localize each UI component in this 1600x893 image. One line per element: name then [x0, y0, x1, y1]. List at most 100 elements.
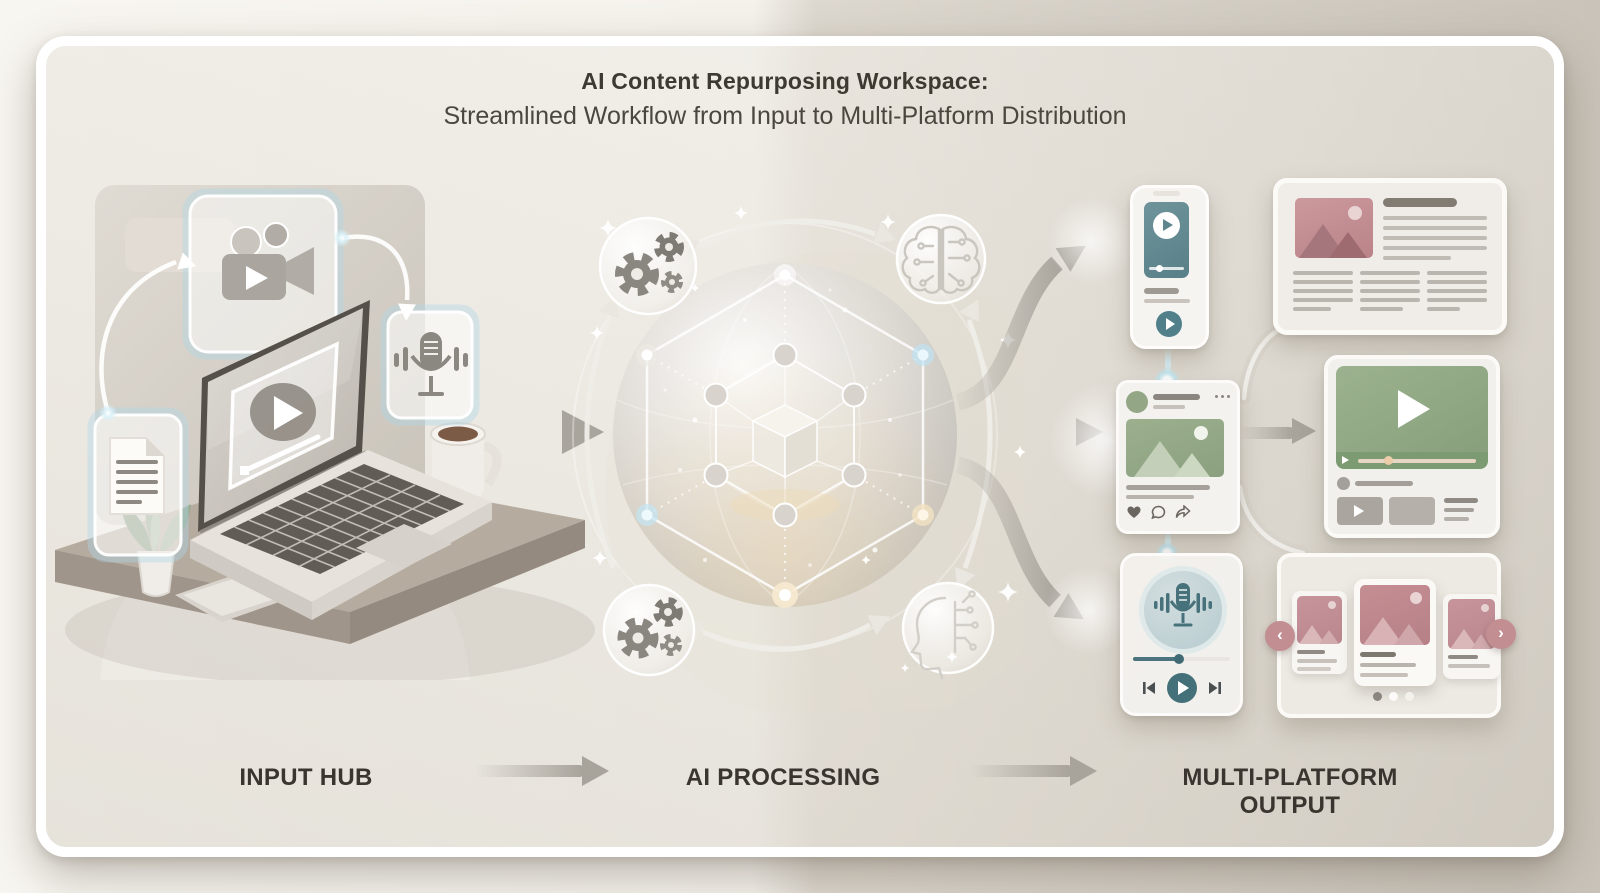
text-line [1144, 288, 1179, 294]
play-icon [1177, 681, 1189, 695]
play-icon [246, 266, 268, 290]
core-cube-icon [751, 404, 819, 479]
workspace-card: AI Content Repurposing Workspace: Stream… [36, 36, 1564, 857]
gears-icon [615, 232, 684, 296]
text-column [1293, 271, 1353, 311]
play-icon[interactable] [274, 396, 303, 430]
sun-icon [1481, 604, 1489, 612]
progress-thumb[interactable] [1384, 456, 1393, 465]
heart-icon[interactable] [1126, 505, 1142, 519]
sun-icon [1328, 601, 1336, 609]
text-line [1383, 236, 1487, 240]
skip-forward-button[interactable] [1208, 681, 1222, 695]
text-line [1383, 246, 1487, 250]
network-nodes [703, 342, 867, 528]
carousel-next-button[interactable]: › [1486, 619, 1516, 649]
carousel-dot-active[interactable] [1373, 692, 1382, 701]
play-button[interactable] [1156, 311, 1182, 337]
carousel-slide-active[interactable] [1354, 579, 1436, 686]
phone-notch [1153, 191, 1180, 196]
mountain-icon [1394, 624, 1424, 645]
arrowhead-icon [1070, 756, 1097, 786]
play-icon [1398, 390, 1430, 428]
keyboard[interactable] [220, 464, 464, 574]
mountain-icon [1329, 232, 1367, 258]
thumbnail[interactable] [1389, 497, 1435, 525]
arrow-to-podcast [955, 456, 1062, 608]
video-camera-card [182, 188, 344, 360]
article-image [1295, 198, 1373, 258]
trackpad[interactable] [356, 524, 452, 568]
ai-head-circuit-icon [910, 590, 979, 680]
carousel-prev-button[interactable]: ‹ [1265, 621, 1295, 651]
title-line-2: Streamlined Workflow from Input to Multi… [443, 102, 1127, 130]
glow-burst [1044, 566, 1134, 656]
sun-icon [1194, 426, 1208, 440]
arrow-social-to-video [1240, 427, 1292, 439]
comment-icon[interactable] [1151, 505, 1166, 519]
thumbnail[interactable] [1337, 497, 1383, 525]
carousel-slide[interactable] [1292, 591, 1347, 674]
text-line [1444, 508, 1474, 512]
text-line [1444, 517, 1469, 521]
mountain-icon [1174, 453, 1210, 477]
progress-bar[interactable] [1149, 267, 1184, 270]
progress-bar[interactable] [243, 434, 321, 473]
document-card [87, 407, 189, 563]
text-line [1126, 495, 1194, 499]
neural-network [636, 264, 934, 608]
video-screen[interactable] [1336, 366, 1488, 452]
gears-icon [617, 597, 683, 659]
post-actions [1126, 505, 1191, 519]
post-image [1126, 419, 1224, 477]
podcast-controls [1123, 673, 1240, 703]
play-icon[interactable] [1342, 456, 1349, 464]
mountain-icon [1319, 630, 1339, 644]
flow-label-input: INPUT HUB [239, 764, 373, 791]
play-button[interactable] [1166, 673, 1197, 703]
share-icon[interactable] [1175, 505, 1191, 519]
sun-icon [1348, 206, 1362, 220]
progress-thumb[interactable] [1174, 654, 1184, 664]
text-line [1144, 299, 1190, 303]
arrow-input-to-processing [486, 410, 604, 454]
microphone-icon [394, 332, 468, 396]
progress-thumb[interactable] [1156, 265, 1163, 272]
text-line [1297, 659, 1337, 663]
brain-bubble [895, 213, 987, 305]
text-line [1360, 663, 1416, 667]
coffee-mug [430, 422, 502, 498]
video-area [1336, 366, 1488, 469]
microphone-card [380, 304, 480, 426]
ai-processing-illustration [572, 206, 1025, 710]
page-title: AI Content Repurposing Workspace: Stream… [46, 68, 1524, 131]
progress-bar[interactable] [1358, 458, 1476, 463]
play-button[interactable] [1153, 212, 1180, 239]
carousel-slide[interactable] [1443, 594, 1500, 679]
social-post-mockup [1116, 380, 1240, 534]
carousel-dot[interactable] [1405, 692, 1414, 701]
play-icon [1163, 219, 1173, 231]
microphone-badge [1139, 566, 1227, 654]
sphere-dots [663, 288, 902, 567]
flow-arrow [476, 765, 582, 777]
input-connector-arrows [99, 229, 416, 422]
text-line [1444, 498, 1478, 503]
mountain-icon [1299, 625, 1325, 644]
text-line [1360, 673, 1408, 677]
carousel-dot[interactable] [1389, 692, 1398, 701]
video-player-overlay [228, 341, 339, 491]
flow-label-output: MULTI-PLATFORM OUTPUT [1182, 764, 1398, 819]
arrowhead-icon [1292, 418, 1316, 444]
mobile-video-phone-mockup [1130, 185, 1209, 349]
ai-head-bubble [901, 581, 995, 680]
input-hub-illustration [55, 185, 604, 680]
progress-bar[interactable] [1133, 654, 1230, 664]
skip-back-button[interactable] [1142, 681, 1156, 695]
podcast-mockup [1120, 553, 1243, 716]
avatar [1126, 391, 1148, 413]
text-line [1297, 667, 1331, 671]
arrowhead-icon [398, 303, 416, 321]
menu-dots-icon[interactable] [1215, 395, 1230, 398]
article-columns [1293, 271, 1487, 311]
